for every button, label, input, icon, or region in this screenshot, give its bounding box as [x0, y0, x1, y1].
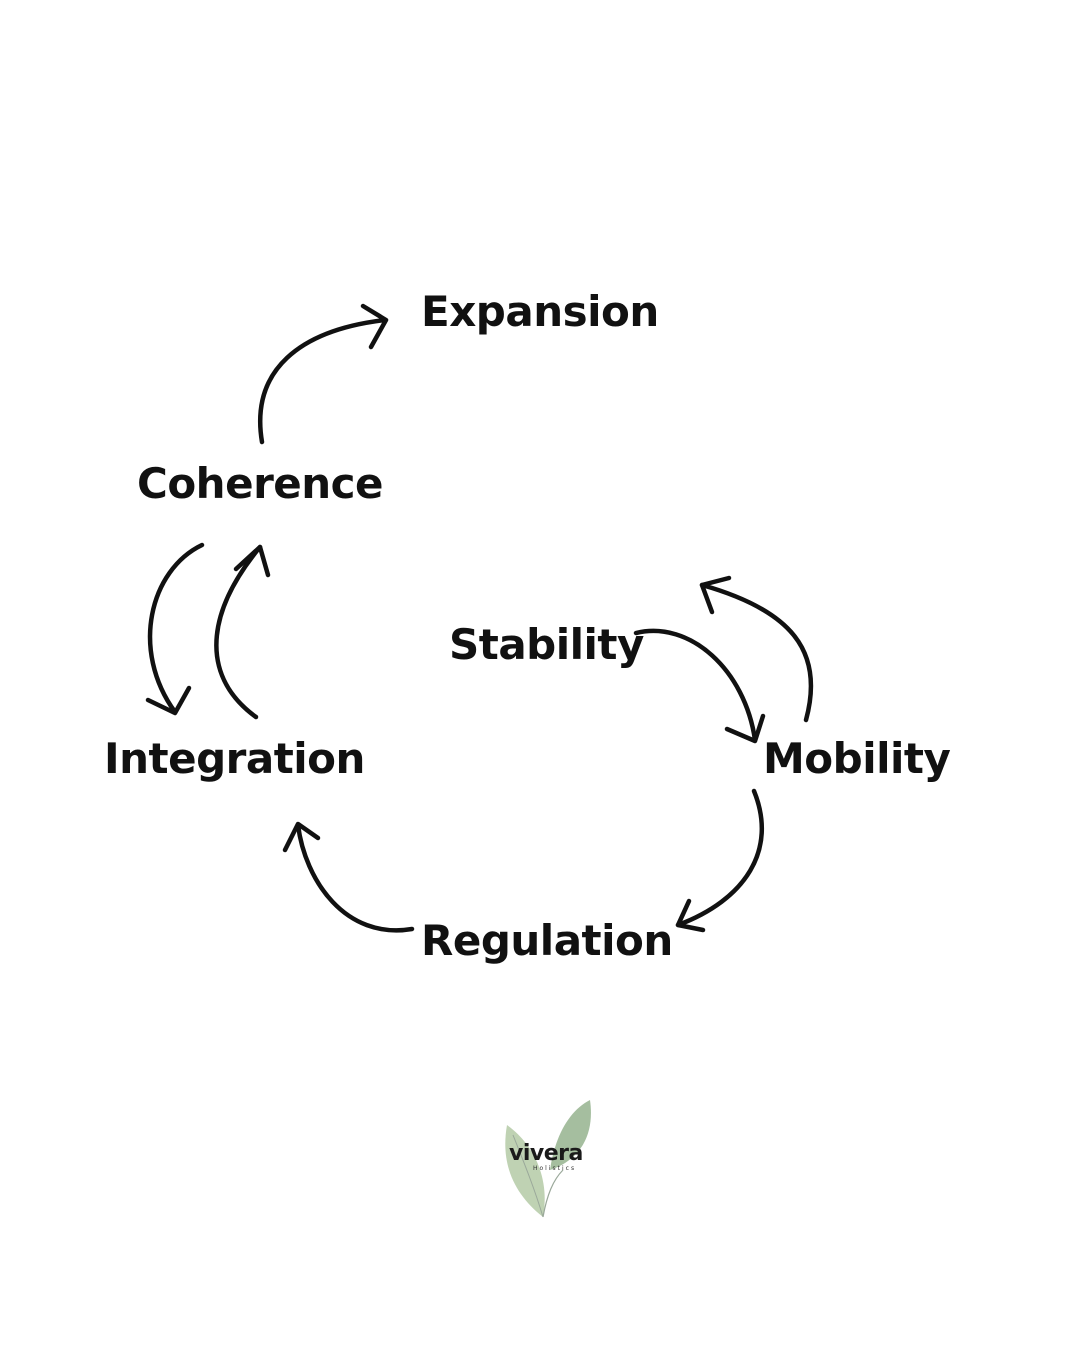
logo-wordmark: vivera — [509, 1141, 583, 1166]
stage-label-coherence: Coherence — [137, 459, 384, 508]
logo-subtitle: Holistics — [533, 1165, 577, 1172]
arrow-mobility-to-stability — [699, 575, 814, 723]
leaf-icon — [505, 1100, 591, 1218]
stage-label-regulation: Regulation — [421, 916, 673, 965]
arrow-coherence-to-expansion — [258, 303, 389, 445]
stage-label-mobility: Mobility — [763, 734, 951, 783]
stage-label-expansion: Expansion — [421, 287, 659, 336]
arrow-coherence-to-integration — [145, 542, 205, 716]
arrow-regulation-to-integration — [282, 821, 415, 933]
arrow-integration-to-coherence — [214, 544, 271, 720]
arrow-mobility-to-regulation — [675, 788, 765, 933]
arrow-stability-to-mobility — [633, 628, 766, 744]
brand-logo: vivera Holistics — [495, 1095, 605, 1225]
stage-label-stability: Stability — [449, 620, 644, 669]
stage-label-integration: Integration — [104, 734, 365, 783]
